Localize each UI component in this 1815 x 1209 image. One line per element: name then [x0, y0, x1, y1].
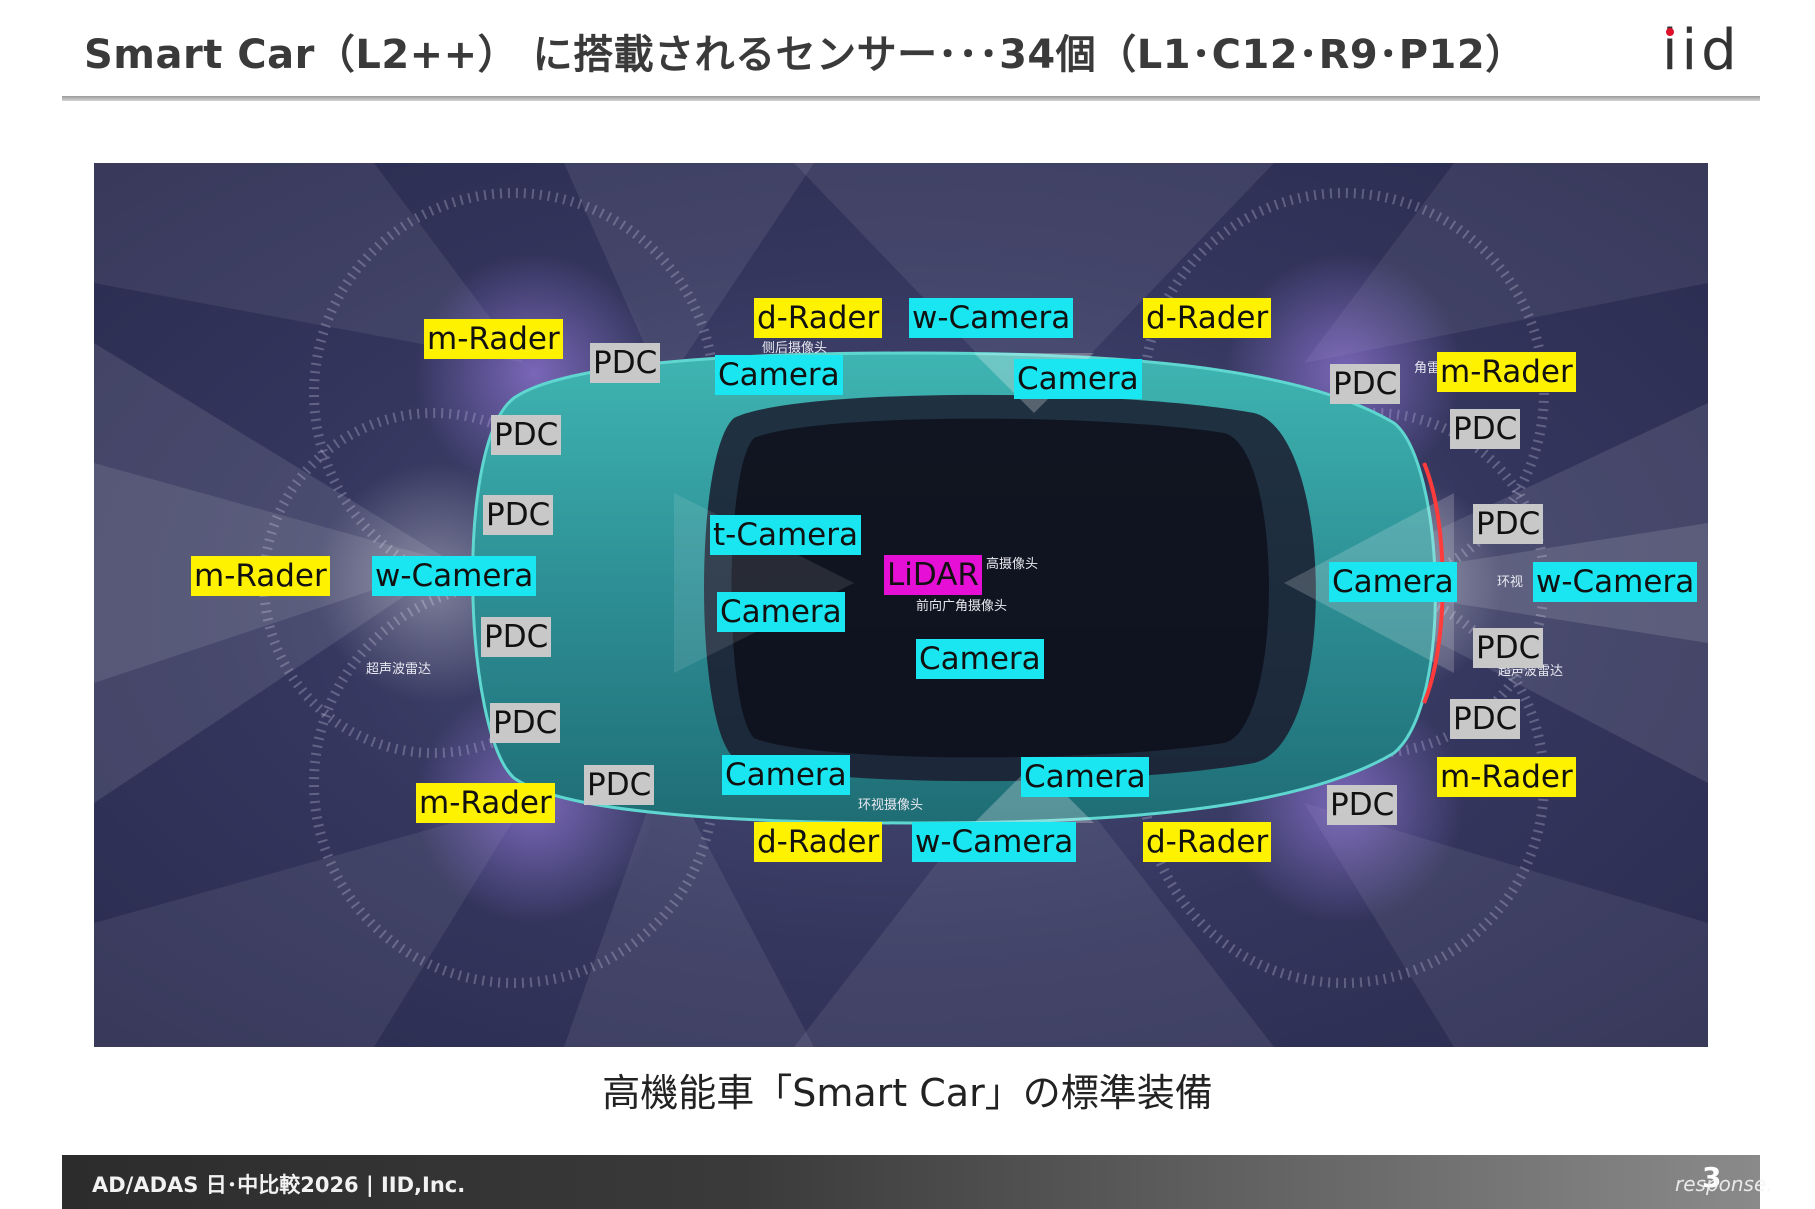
- label-w-camera: w-Camera: [372, 556, 537, 596]
- label-camera: Camera: [916, 639, 1044, 679]
- label-camera: Camera: [715, 355, 843, 395]
- footer-text: AD/ADAS 日･中比較2026 | IID,Inc.: [92, 1173, 466, 1197]
- page-title: Smart Car（L2++） に搭載されるセンサー･･･34個（L1･C12･…: [84, 32, 1526, 78]
- label-pdc: PDC: [1450, 699, 1521, 739]
- label-camera: Camera: [1014, 359, 1142, 399]
- label-m-rader: m-Rader: [1437, 352, 1576, 392]
- label-pdc: PDC: [481, 617, 552, 657]
- label-pdc: PDC: [491, 415, 562, 455]
- label-d-rader: d-Rader: [754, 298, 883, 338]
- logo-dot-icon: [1666, 28, 1674, 36]
- label-camera: Camera: [1021, 757, 1149, 797]
- annotation-surround-camera: 环视摄像头: [858, 798, 924, 813]
- label-pdc: PDC: [590, 343, 661, 383]
- title-rule: [62, 96, 1760, 101]
- label-pdc: PDC: [1330, 364, 1401, 404]
- label-t-camera: t-Camera: [710, 515, 861, 555]
- footer-bar: AD/ADAS 日･中比較2026 | IID,Inc. 3: [62, 1155, 1760, 1209]
- car-illustration: [94, 163, 1708, 1047]
- label-w-camera: w-Camera: [909, 298, 1074, 338]
- label-w-camera: w-Camera: [1533, 562, 1698, 602]
- label-d-rader: d-Rader: [1143, 298, 1272, 338]
- watermark: response.: [1675, 1172, 1773, 1196]
- label-pdc: PDC: [1473, 628, 1544, 668]
- annotation-high-camera: 高摄像头: [986, 557, 1039, 572]
- sensor-figure: 侧后摄像头 角雷 高摄像头 前向广角摄像头 超声波雷达 环视摄像头 环视 超声波…: [94, 163, 1708, 1047]
- label-d-rader: d-Rader: [1143, 822, 1272, 862]
- annotation-corner-radar: 角雷: [1414, 361, 1441, 376]
- page-number: 3: [1702, 1161, 1722, 1194]
- label-m-rader: m-Rader: [416, 783, 555, 823]
- logo-text: iid: [1662, 18, 1741, 83]
- annotation-ultrasonic-radar-rear: 超声波雷达: [366, 662, 432, 677]
- range-cones: [94, 163, 1708, 1047]
- annotation-surround-front: 环视: [1497, 575, 1524, 590]
- label-camera: Camera: [717, 592, 845, 632]
- label-camera: Camera: [722, 755, 850, 795]
- company-logo: iid: [1662, 18, 1741, 83]
- label-m-rader: m-Rader: [1437, 757, 1576, 797]
- label-camera: Camera: [1329, 562, 1457, 602]
- label-lidar: LiDAR: [884, 555, 982, 595]
- label-pdc: PDC: [1450, 409, 1521, 449]
- label-d-rader: d-Rader: [754, 822, 883, 862]
- label-w-camera: w-Camera: [912, 822, 1077, 862]
- label-pdc: PDC: [490, 703, 561, 743]
- label-pdc: PDC: [584, 765, 655, 805]
- label-pdc: PDC: [1473, 504, 1544, 544]
- annotation-side-rear-camera: 侧后摄像头: [762, 341, 828, 356]
- annotation-front-wide-camera: 前向广角摄像头: [916, 599, 1008, 614]
- label-m-rader: m-Rader: [424, 319, 563, 359]
- label-m-rader: m-Rader: [191, 556, 330, 596]
- figure-caption: 高機能車「Smart Car」の標準装備: [602, 1071, 1213, 1115]
- label-pdc: PDC: [1327, 785, 1398, 825]
- label-pdc: PDC: [483, 495, 554, 535]
